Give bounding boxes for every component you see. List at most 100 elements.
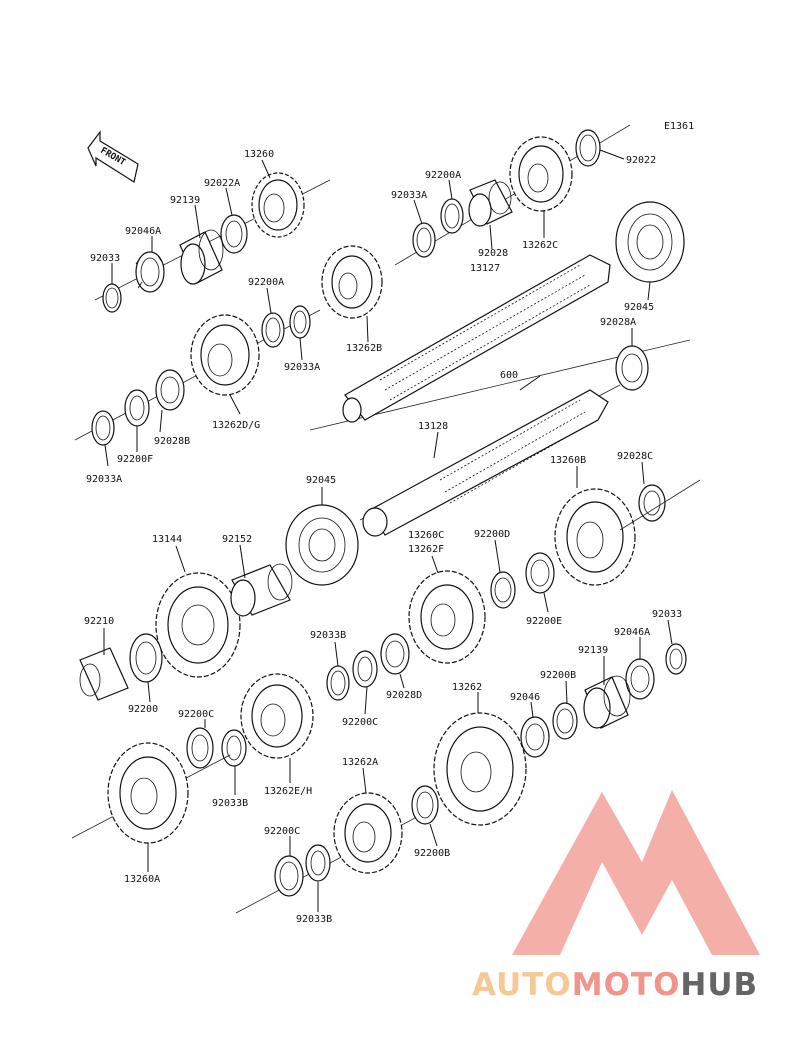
label-13260B: 13260B [550, 455, 586, 466]
label-92046A-a: 92046A [125, 226, 161, 237]
gear-13260B [554, 488, 636, 586]
circlip-92033B-b [221, 729, 247, 767]
washer-92200 [129, 633, 163, 683]
gear-13262EH [240, 673, 314, 759]
label-13262F: 13262F [408, 544, 444, 555]
gear-13144 [155, 572, 241, 678]
circlip-92033A-top [412, 222, 436, 258]
input-shaft-13128 [362, 389, 609, 537]
needle-bearing-92046A [135, 251, 165, 293]
label-92200: 92200 [128, 704, 158, 715]
label-92028: 92028 [478, 248, 508, 259]
output-shaft [342, 254, 611, 423]
gear-13260A [107, 742, 189, 844]
gear-13262A [333, 792, 403, 874]
label-92200E: 92200E [526, 616, 562, 627]
label-600: 600 [500, 370, 518, 381]
label-92033A-low: 92033A [86, 474, 122, 485]
circlip-92033-b [665, 643, 687, 675]
svg-text:AUTOMOTOHUB: AUTOMOTOHUB [472, 967, 758, 1003]
sleeve-92152 [230, 563, 293, 617]
label-92139-b: 92139 [578, 645, 608, 656]
washer-92022A [220, 214, 248, 254]
label-92045-top: 92045 [624, 302, 654, 313]
collar-92210 [79, 647, 129, 701]
label-13260A: 13260A [124, 874, 160, 885]
label-13260C: 13260C [408, 530, 444, 541]
bearing-92028 [468, 179, 513, 227]
washer-92200B-a [552, 702, 578, 740]
washer-92200E [525, 552, 555, 594]
label-13260: 13260 [244, 149, 274, 160]
label-13127: 13127 [470, 263, 500, 274]
diagram-code: E1361 [664, 121, 694, 132]
brand-hub: HUB [680, 967, 758, 1003]
gear-13262DG [190, 314, 260, 396]
part-labels: 13260 92022A 92139 92046A 92033 92200A 9… [84, 149, 682, 925]
label-92022A: 92022A [204, 178, 240, 189]
label-92033B-c: 92033B [296, 914, 332, 925]
label-92045-mid: 92045 [306, 475, 336, 486]
label-92200C-b: 92200C [178, 709, 214, 720]
label-92200A-top: 92200A [425, 170, 461, 181]
circlip-92033B-a [326, 665, 350, 701]
circlip-92033A-mid [289, 305, 311, 339]
washer-92200C-a [352, 650, 378, 688]
label-92033B-a: 92033B [310, 630, 346, 641]
washer-92200F [124, 389, 150, 427]
label-92139-a: 92139 [170, 195, 200, 206]
label-92210: 92210 [84, 616, 114, 627]
ball-bearing-92045-top [615, 201, 685, 283]
label-13262: 13262 [452, 682, 482, 693]
washer-92200C-b [186, 727, 214, 769]
circlip-92033B-c [305, 844, 331, 882]
label-92200F: 92200F [117, 454, 153, 465]
label-13128: 13128 [418, 421, 448, 432]
label-92028D: 92028D [386, 690, 422, 701]
gear-13260C [408, 570, 486, 664]
washer-92200A-mid [261, 312, 285, 348]
label-92033-b: 92033 [652, 609, 682, 620]
brand-moto: MOTO [572, 967, 681, 1003]
needle-bearing-92046 [520, 716, 550, 758]
label-92033B-b: 92033B [212, 798, 248, 809]
ball-bearing-92045-mid [285, 504, 359, 586]
watermark-triangle-icon [512, 790, 760, 955]
brand-auto: AUTO [472, 967, 572, 1003]
bearing-92028C [638, 484, 666, 522]
front-arrow-icon: FRONT [87, 130, 139, 183]
washer-92200A-top [440, 198, 464, 234]
brand-watermark: AUTOMOTOHUB [472, 790, 760, 1003]
gear-13260 [251, 172, 305, 238]
label-13262B: 13262B [346, 343, 382, 354]
label-92028A: 92028A [600, 317, 636, 328]
label-13144: 13144 [152, 534, 182, 545]
collar-92139 [179, 229, 224, 285]
label-92033A-top: 92033A [391, 190, 427, 201]
label-92152: 92152 [222, 534, 252, 545]
label-92046: 92046 [510, 692, 540, 703]
label-92022: 92022 [626, 155, 656, 166]
bearing-92028D [380, 633, 410, 675]
leader-lines [103, 149, 673, 912]
label-92028B: 92028B [154, 436, 190, 447]
gear-13262 [433, 712, 527, 826]
washer-92200C-c [274, 855, 304, 897]
label-92033A-mid: 92033A [284, 362, 320, 373]
collar-92139-b [583, 675, 631, 729]
washer-92200D [490, 571, 516, 609]
circlip-92033A-low [91, 410, 115, 446]
label-92200A-mid: 92200A [248, 277, 284, 288]
label-13262C: 13262C [522, 240, 558, 251]
label-92200C-a: 92200C [342, 717, 378, 728]
circlip-92033 [102, 283, 122, 313]
label-92200B-b: 92200B [414, 848, 450, 859]
label-92046A-b: 92046A [614, 627, 650, 638]
label-92200B-a: 92200B [540, 670, 576, 681]
gear-13262B [321, 245, 383, 319]
label-92033-a: 92033 [90, 253, 120, 264]
bearing-92028B [155, 369, 185, 411]
label-13262EH: 13262E/H [264, 786, 312, 797]
gear-13262C [509, 136, 573, 212]
